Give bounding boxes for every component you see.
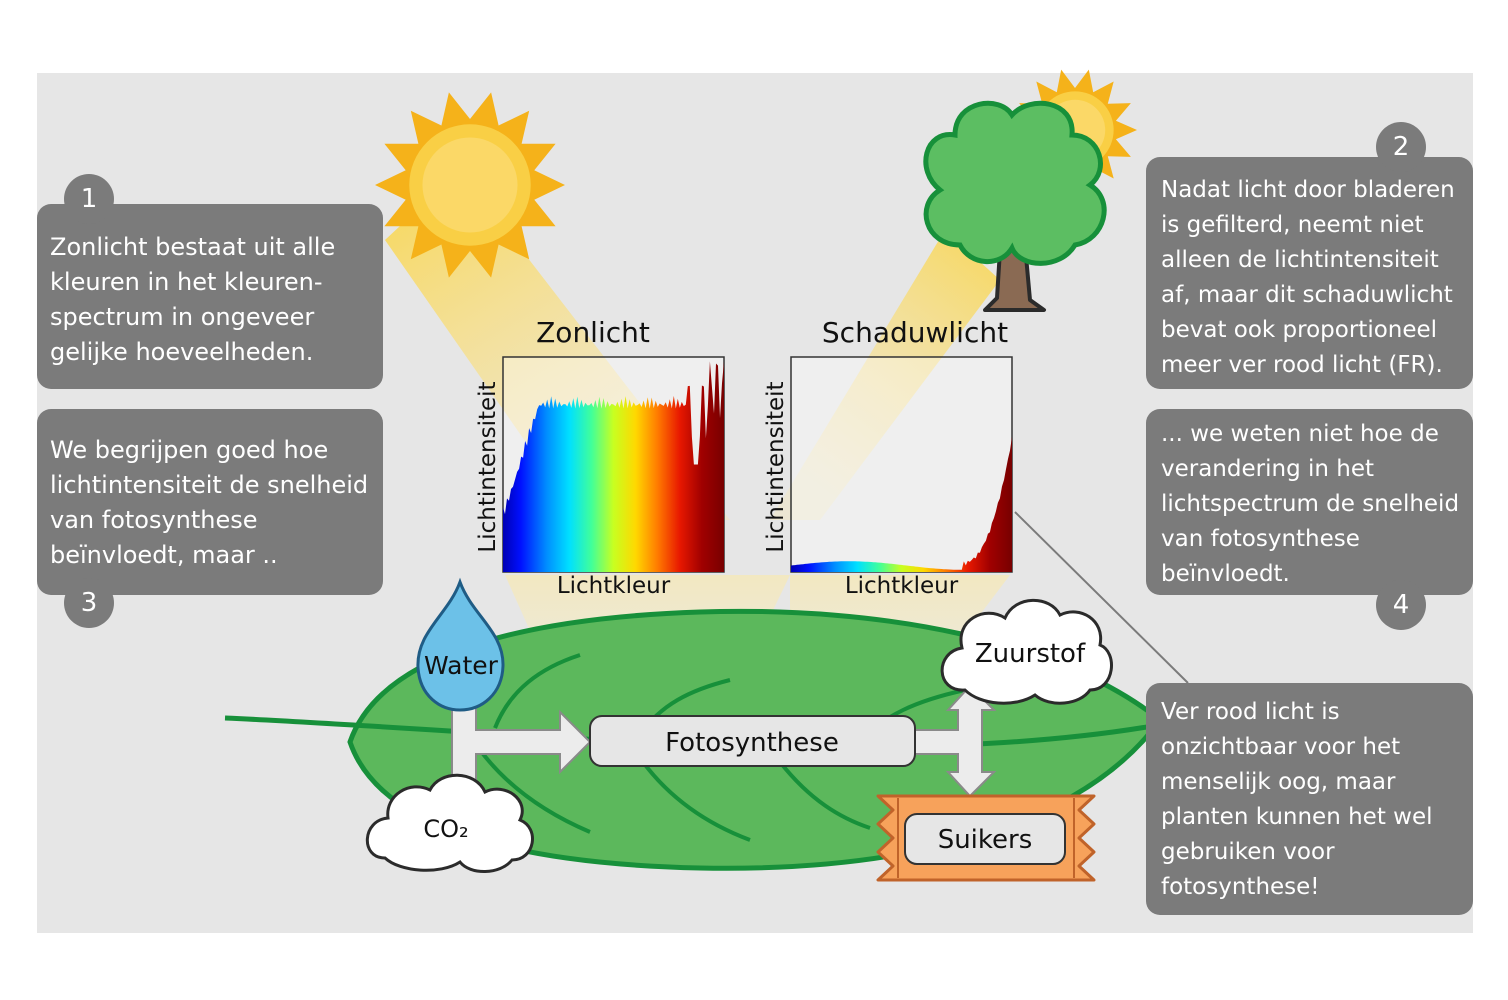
panel-4: ... we weten niet hoe de verandering in …: [1146, 409, 1473, 595]
panel-1: Zonlicht bestaat uit alle kleuren in het…: [37, 204, 383, 389]
photosynthesis-label: Fotosynthese: [665, 728, 839, 758]
panel-4-number: 4: [1376, 580, 1426, 630]
panel-2-number: 2: [1376, 122, 1426, 172]
sugars-label: Suikers: [938, 825, 1033, 855]
panel-1-number: 1: [64, 174, 114, 224]
shade-chart-title: Schaduwlicht: [821, 316, 1009, 349]
co2-label: CO₂: [423, 815, 468, 843]
callout-connector: [1014, 511, 1189, 684]
panel-3: We begrijpen goed hoe lichtintensiteit d…: [37, 409, 383, 595]
sunlight-chart-ylabel: Lichtintensiteit: [475, 381, 501, 553]
panel-3-text: We begrijpen goed hoe lichtintensiteit d…: [50, 436, 369, 569]
cloud-icon: [365, 773, 534, 873]
panel-2: Nadat licht door bladeren is gefilterd, …: [1146, 157, 1473, 389]
shade-spectrum: [791, 436, 1012, 572]
photosynthesis-box: [589, 715, 916, 767]
oxygen-label: Zuurstof: [975, 639, 1086, 669]
tree-icon: [923, 100, 1107, 312]
water-label: Water: [424, 651, 499, 680]
panel-1-text: Zonlicht bestaat uit alle kleuren in het…: [50, 233, 336, 366]
shade-chart-xlabel: Lichtkleur: [844, 573, 959, 599]
candy-icon: [876, 794, 1096, 882]
panel-3-number: 3: [64, 578, 114, 628]
panel-far-red: Ver rood licht is onzichtbaar voor het m…: [1146, 683, 1473, 915]
shade-chart-ylabel: Lichtintensiteit: [763, 381, 789, 553]
panel-2-text: Nadat licht door bladeren is gefilterd, …: [1161, 177, 1455, 378]
sun-icon: [375, 92, 565, 278]
panel-4-text: ... we weten niet hoe de verandering in …: [1161, 421, 1460, 587]
water-drop-icon: [416, 577, 505, 712]
cloud-icon: [940, 598, 1113, 705]
shade-light-beam: [770, 230, 1000, 520]
sunlight-chart-xlabel: Lichtkleur: [556, 573, 671, 599]
panel-far-red-text: Ver rood licht is onzichtbaar voor het m…: [1161, 699, 1433, 900]
sunlight-chart-title: Zonlicht: [536, 316, 650, 349]
shade-chart-frame: [790, 356, 1013, 573]
sunlight-spectrum: [503, 361, 724, 572]
